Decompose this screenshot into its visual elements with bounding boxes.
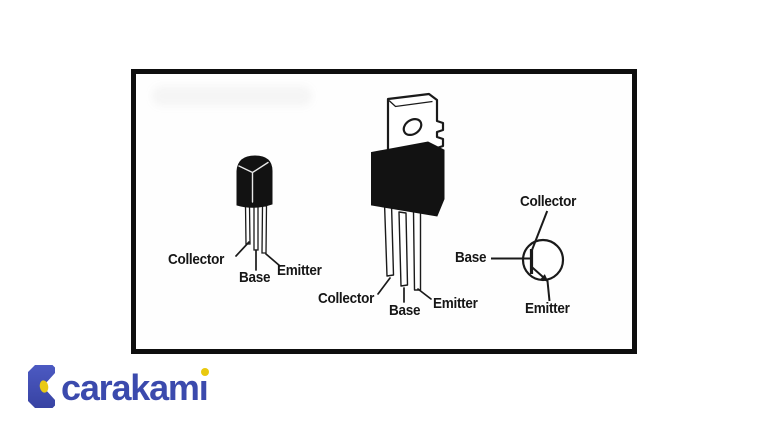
brand-dot-icon — [39, 380, 49, 393]
brand-c-icon[interactable] — [28, 365, 55, 408]
symbol-collector-label: Collector — [520, 193, 577, 210]
to92-emitter-label: Emitter — [277, 262, 322, 279]
brand-wordmark-i-stem: ı — [198, 367, 209, 408]
brand-i-dot — [200, 368, 209, 376]
to92-base-label: Base — [239, 269, 271, 286]
brand-wordmark-main: carakam — [61, 367, 200, 408]
to220-emitter-label: Emitter — [433, 295, 478, 312]
to220-collector-label: Collector — [318, 290, 375, 307]
brand-wordmark[interactable]: carakamı — [61, 367, 209, 408]
symbol-base-label: Base — [455, 249, 487, 266]
to220-base-label: Base — [389, 302, 421, 319]
symbol-emitter-label: Emitter — [525, 300, 570, 317]
artifact-smudge — [152, 86, 312, 106]
to92-collector-label: Collector — [168, 251, 225, 268]
brand-c-shape — [28, 365, 55, 408]
